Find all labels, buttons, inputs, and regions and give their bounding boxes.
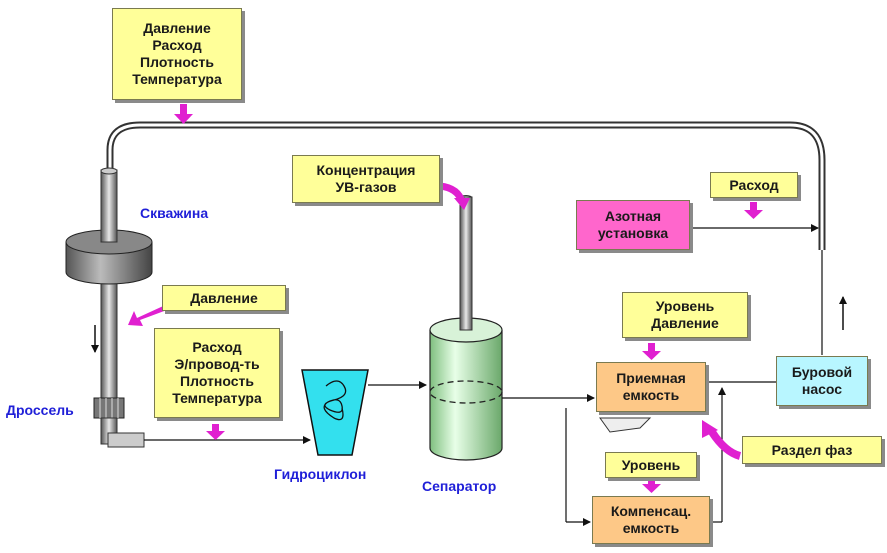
compensation-tank-line2: емкость	[622, 520, 680, 536]
compensation-loop	[565, 387, 726, 526]
wellhead-icon	[65, 167, 153, 285]
phase-signal-arrow	[708, 429, 742, 460]
phase-separation-box: Раздел фаз	[742, 436, 882, 464]
top-pipeline	[106, 121, 826, 250]
mud-pump-line2: насос	[801, 381, 843, 397]
nitrogen-flow-box: Расход	[710, 172, 798, 198]
nitrogen-unit-box: Азотная установка	[576, 200, 690, 250]
receiving-tank-outlet	[599, 417, 652, 433]
receiving-tank-line2: емкость	[622, 387, 680, 403]
nitrogen-unit-line2: установка	[597, 225, 669, 241]
receiving-tank-box: Приемная емкость	[596, 362, 706, 412]
separator-label: Сепаратор	[422, 478, 497, 494]
param-flow: Расход	[729, 176, 779, 193]
wellhead-params-box: Давление Расход Плотность Температура	[112, 8, 242, 100]
mud-pump-line1: Буровой	[791, 364, 853, 380]
param-pressure: Давление	[651, 315, 719, 331]
gas-concentration-box: Концентрация УВ-газов	[292, 155, 440, 203]
compensation-tank-box: Компенсац. емкость	[592, 496, 710, 544]
param-level: Уровень	[621, 456, 681, 473]
param-level: Уровень	[655, 298, 715, 314]
well-label: Скважина	[140, 205, 209, 221]
param-temperature: Температура	[172, 390, 262, 406]
receiving-tank-line1: Приемная	[616, 370, 686, 386]
param-concentration: Концентрация	[316, 162, 416, 178]
param-pressure: Давление	[143, 20, 211, 36]
return-line-params-box: Расход Э/провод-ть Плотность Температура	[154, 328, 280, 418]
choke-label: Дроссель	[6, 402, 74, 418]
param-flow: Расход	[152, 37, 202, 53]
choke-pressure-box: Давление	[162, 285, 286, 311]
param-density: Плотность	[140, 54, 214, 70]
hydrocyclone-icon	[301, 369, 369, 456]
signal-arrows	[128, 104, 763, 493]
compensation-tank-line1: Компенсац.	[610, 503, 692, 519]
separator-icon	[429, 195, 503, 461]
mud-pump-box: Буровой насос	[776, 356, 868, 406]
nitrogen-unit-line1: Азотная	[604, 208, 662, 224]
elbow-pipe	[100, 417, 145, 448]
param-hc-gases: УВ-газов	[335, 179, 397, 195]
param-flow: Расход	[192, 339, 242, 355]
hydrocyclone-label: Гидроциклон	[274, 466, 367, 482]
compensation-level-box: Уровень	[605, 452, 697, 478]
param-conductivity: Э/провод-ть	[174, 356, 260, 372]
param-pressure: Давление	[190, 289, 258, 306]
gas-signal-arrowhead	[454, 198, 470, 210]
param-density: Плотность	[180, 373, 254, 389]
param-phase-separation: Раздел фаз	[771, 441, 853, 458]
param-temperature: Температура	[132, 71, 222, 87]
receiving-tank-params-box: Уровень Давление	[622, 292, 748, 338]
phase-signal-arrowhead	[702, 420, 718, 438]
choke-icon	[93, 397, 125, 419]
